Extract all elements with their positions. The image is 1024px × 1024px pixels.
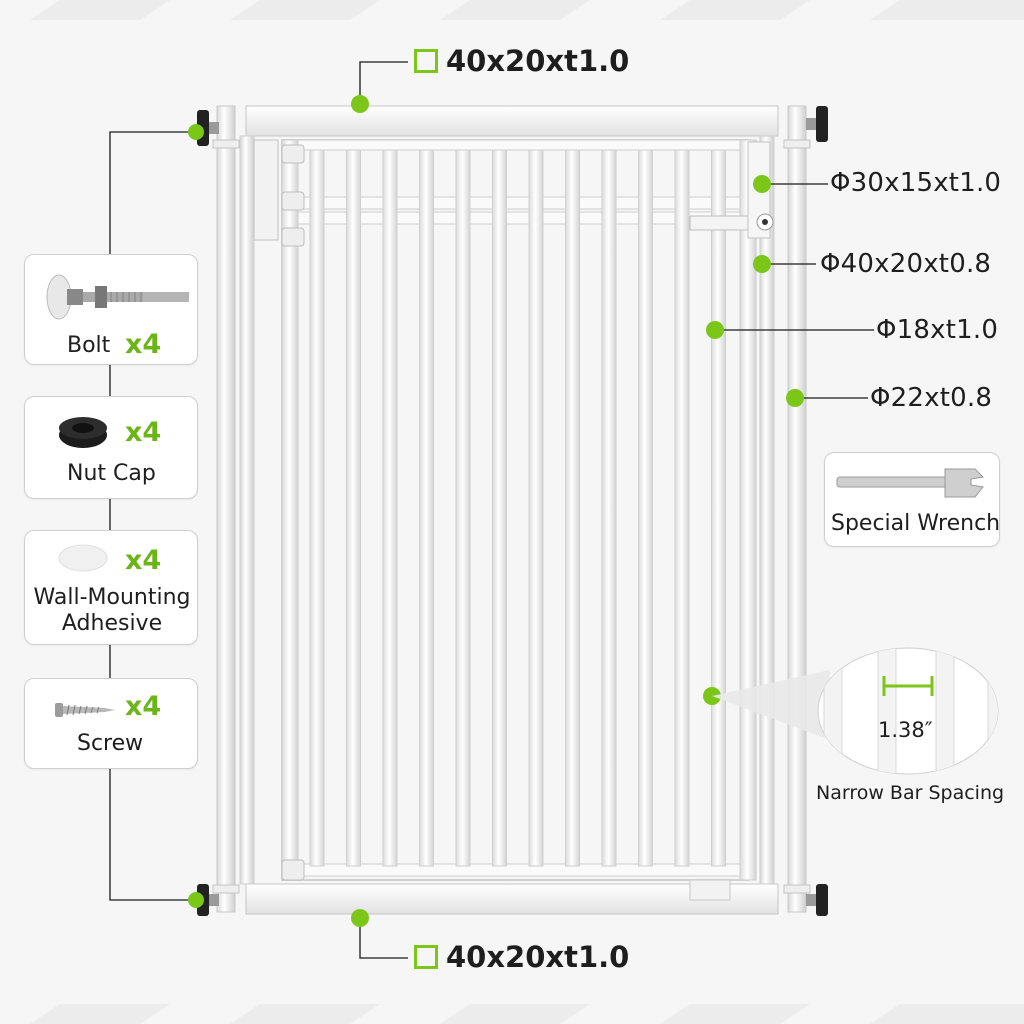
bottom-rail-spec: 40x20xt1.0 bbox=[414, 940, 629, 974]
gate-bar bbox=[601, 149, 617, 867]
screw-card: x4 Screw bbox=[24, 678, 198, 769]
spotlight-beam bbox=[712, 670, 830, 740]
bolt-icon bbox=[46, 274, 189, 320]
gate-bar bbox=[638, 149, 653, 867]
bar-spacing-label: Narrow Bar Spacing bbox=[816, 782, 1005, 804]
adhesive-label-line2: Adhesive bbox=[61, 611, 163, 636]
adhesive-qty: x4 bbox=[125, 545, 162, 576]
screw-qty: x4 bbox=[125, 691, 162, 722]
screw-label: Screw bbox=[77, 731, 144, 756]
callout-dots bbox=[188, 95, 804, 927]
gate-bar bbox=[674, 149, 690, 867]
gate-bars bbox=[309, 149, 726, 867]
nut-cap-card: x4 Nut Cap bbox=[24, 396, 198, 499]
bottom-rail bbox=[245, 883, 779, 915]
gate-bar bbox=[565, 149, 580, 867]
adhesive-label-line1: Wall-Mounting bbox=[33, 585, 191, 610]
bar-spacing-callout bbox=[817, 647, 999, 775]
right-post bbox=[783, 105, 811, 913]
wrench-card: Special Wrench bbox=[824, 452, 1000, 547]
gate-bar bbox=[711, 149, 726, 867]
bolt-card: Bolt x4 bbox=[24, 254, 198, 365]
square-tube-icon bbox=[414, 945, 438, 969]
left-post bbox=[212, 105, 240, 913]
bottom-rail-spec-text: 40x20xt1.0 bbox=[446, 940, 630, 974]
nut-cap-label: Nut Cap bbox=[67, 461, 156, 486]
screw-icon bbox=[55, 703, 115, 717]
wrench-icon bbox=[836, 468, 985, 498]
hinge-icon bbox=[253, 139, 305, 881]
gate-bar bbox=[455, 149, 471, 867]
side-post-spec: Φ22xt0.8 bbox=[870, 383, 993, 413]
gate-bar bbox=[309, 149, 325, 867]
bolt-qty: x4 bbox=[125, 329, 162, 360]
top-rail-spec: 40x20xt1.0 bbox=[414, 44, 629, 78]
gate-bar bbox=[346, 149, 361, 867]
gate-bar bbox=[528, 149, 544, 867]
gate-bar bbox=[382, 149, 398, 867]
top-rail bbox=[245, 105, 779, 137]
gate-bar bbox=[419, 149, 434, 867]
adhesive-card: x4 Wall-Mounting Adhesive bbox=[24, 530, 198, 645]
bar-spacing-value: 1.38″ bbox=[878, 718, 933, 742]
door-frame-spec: Φ40x20xt0.8 bbox=[820, 249, 992, 279]
wrench-label: Special Wrench bbox=[831, 511, 1001, 536]
nut-cap-icon bbox=[59, 417, 107, 448]
bar-spec: Φ18xt1.0 bbox=[876, 315, 999, 345]
latch-tube-spec: Φ30x15xt1.0 bbox=[830, 168, 1002, 198]
top-rail-spec-text: 40x20xt1.0 bbox=[446, 44, 630, 78]
gate-bar bbox=[492, 149, 507, 867]
adhesive-pad-icon bbox=[58, 544, 108, 572]
leader-lines bbox=[109, 61, 874, 959]
nut-cap-qty: x4 bbox=[125, 417, 162, 448]
square-tube-icon bbox=[414, 49, 438, 73]
bolt-label: Bolt bbox=[67, 333, 111, 358]
